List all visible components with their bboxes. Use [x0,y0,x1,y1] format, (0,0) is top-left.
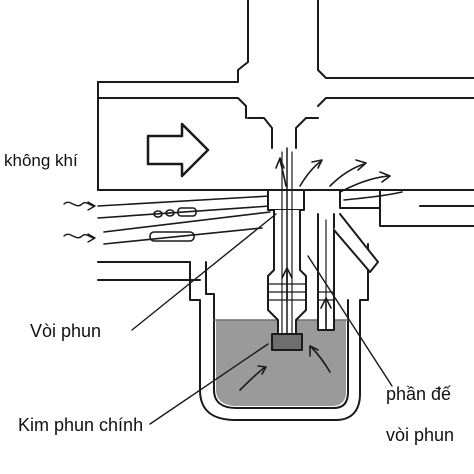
fuel-flow-arrow-icon [239,267,332,391]
float-bowl [189,243,369,421]
leader-needle [149,343,269,425]
airflow-arrow-icon [146,122,210,178]
fuel-level [216,320,346,406]
label-jet-base-line1: phần đế [386,384,452,404]
label-main-needle: Kim phun chính [18,415,144,435]
label-jet: Vòi phun [30,321,102,341]
leader-lines [131,213,393,425]
intake-arrows [63,201,96,243]
leader-base [307,255,393,387]
label-jet-base-line2: vòi phun [386,425,455,445]
spray-arrows [275,157,403,201]
label-air: không khí [4,151,78,170]
leader-jet [131,213,277,331]
air-bleed-tubes [97,195,271,245]
